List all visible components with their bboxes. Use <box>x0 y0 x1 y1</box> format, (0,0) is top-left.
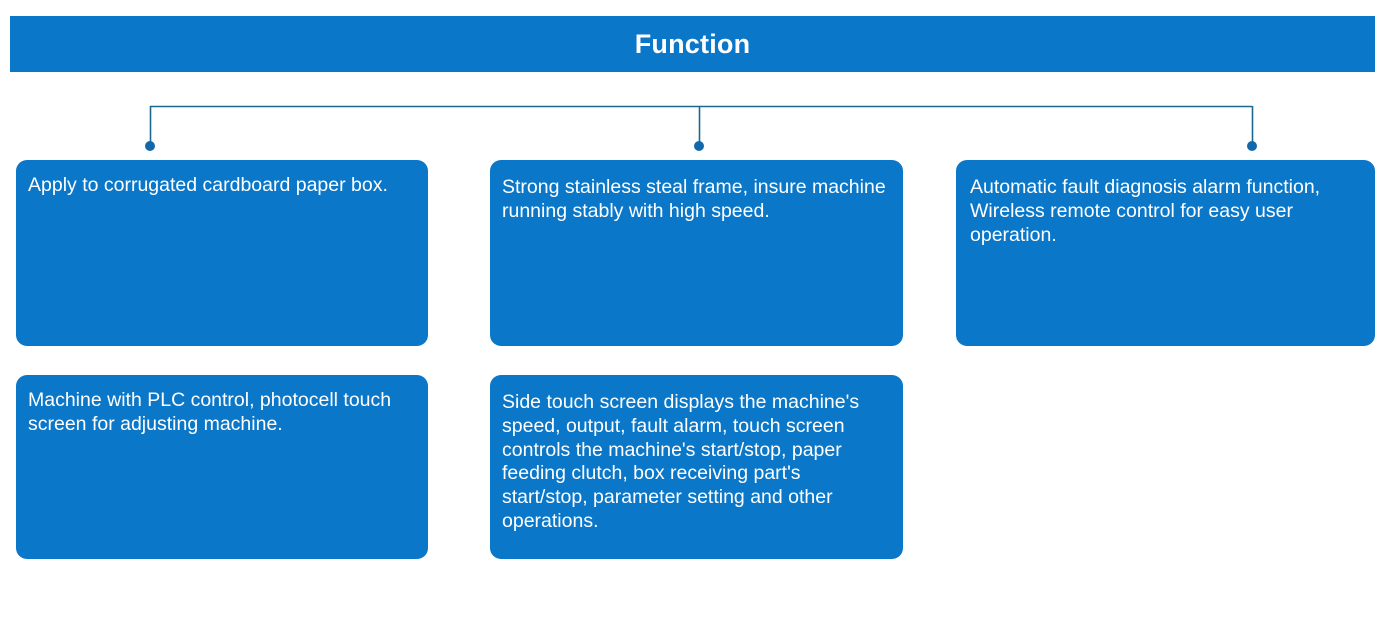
function-card-5-text: Side touch screen displays the machine's… <box>502 391 860 532</box>
connector-node-left <box>145 141 155 151</box>
header-banner: Function <box>10 16 1375 72</box>
page-title: Function <box>634 28 751 59</box>
function-card-2[interactable]: Strong stainless steal frame, insure mac… <box>490 160 903 346</box>
function-card-3-text: Automatic fault diagnosis alarm function… <box>970 176 1321 246</box>
function-card-3[interactable]: Automatic fault diagnosis alarm function… <box>956 160 1375 346</box>
function-card-5[interactable]: Side touch screen displays the machine's… <box>490 375 903 559</box>
function-card-2-text: Strong stainless steal frame, insure mac… <box>502 176 886 222</box>
function-card-1[interactable]: Apply to corrugated cardboard paper box. <box>16 160 428 346</box>
function-card-4-text: Machine with PLC control, photocell touc… <box>28 389 392 435</box>
connector-node-middle <box>694 141 704 151</box>
connector-node-right <box>1247 141 1257 151</box>
function-card-1-text: Apply to corrugated cardboard paper box. <box>28 174 388 196</box>
function-card-4[interactable]: Machine with PLC control, photocell touc… <box>16 375 428 559</box>
